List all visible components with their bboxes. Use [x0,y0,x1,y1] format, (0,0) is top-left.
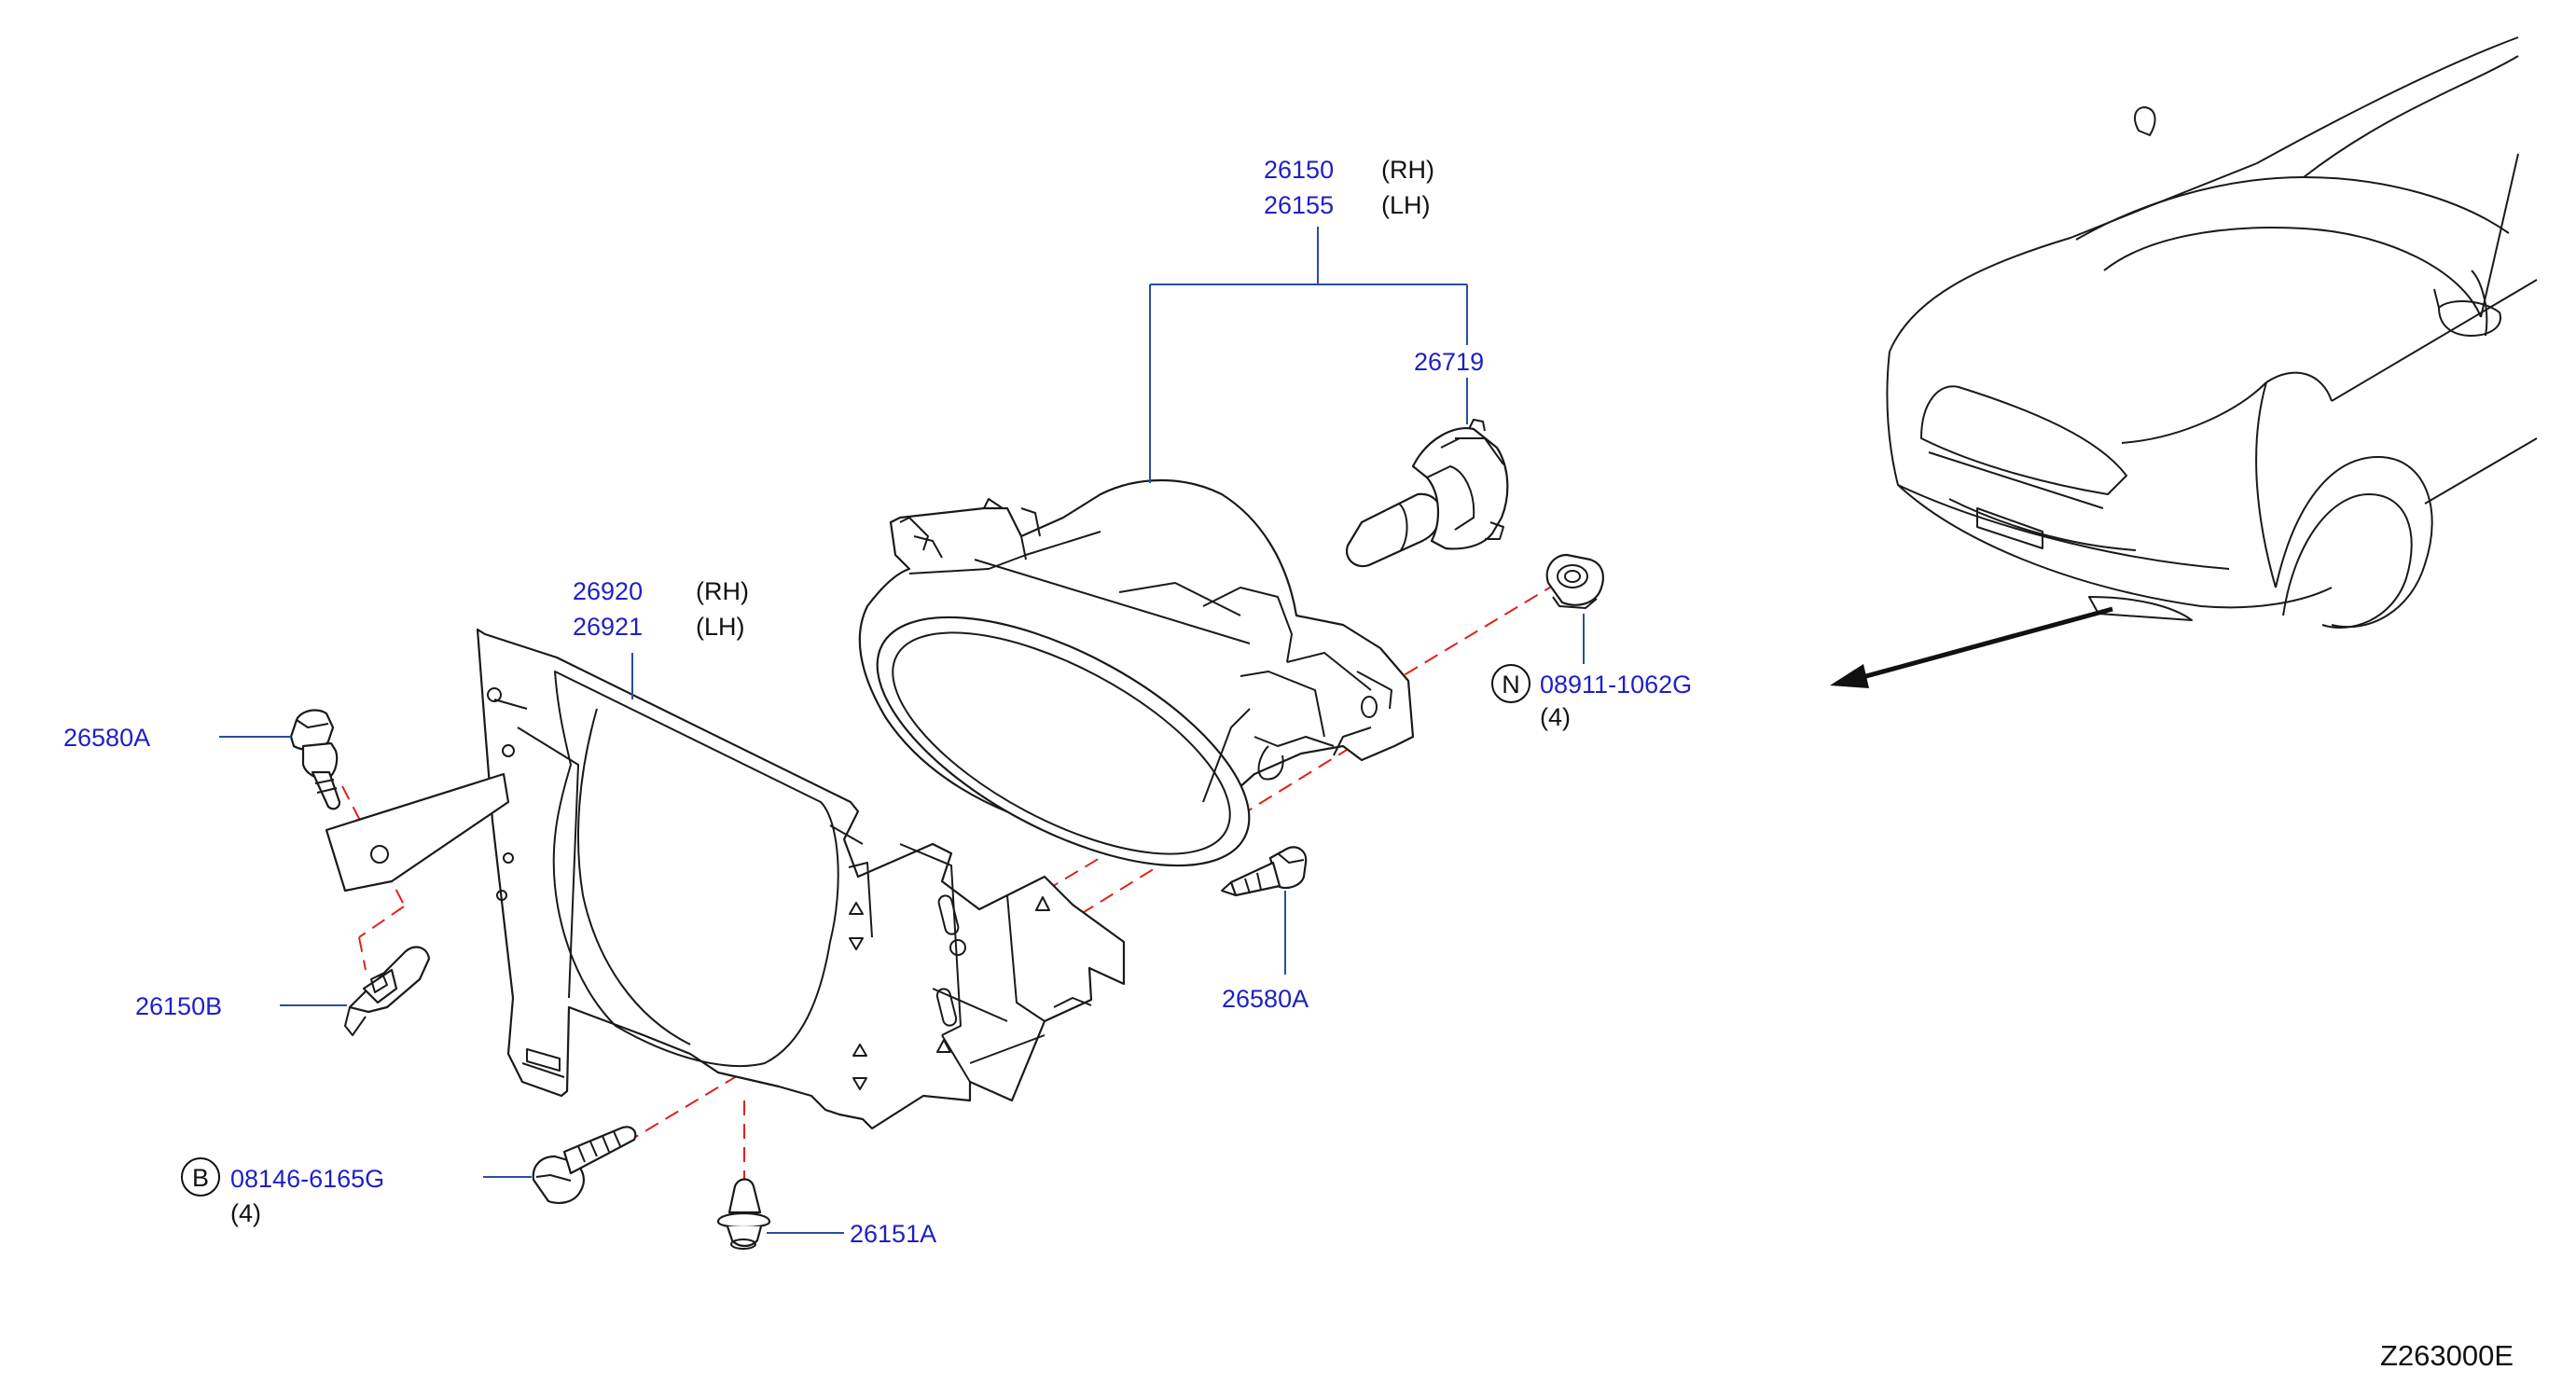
side-label: (LH) [1381,191,1431,219]
part-number[interactable]: 26920 [573,577,643,605]
symbol-letter: N [1502,671,1520,699]
part-number[interactable]: 26150 [1264,156,1334,184]
callout-bulb[interactable]: 26719 [1414,348,1484,376]
part-number[interactable]: 26921 [573,613,643,641]
quantity-label: (4) [1540,703,1571,731]
callout-bracket-lh[interactable]: 26921 (LH) [573,613,745,641]
callout-grommet[interactable]: 26151A [850,1220,936,1248]
clip-nut [344,946,431,1036]
part-number[interactable]: 26150B [135,992,222,1020]
bracket-tab [325,772,510,893]
location-arrow [1830,606,2113,688]
symbol-letter: B [192,1164,209,1192]
side-label: (RH) [696,577,749,605]
grommet [716,1178,771,1250]
symbol-circle [1491,664,1530,703]
callout-fog-lamp-lh[interactable]: 26155 (LH) [1264,191,1431,219]
fog-lamp-bulb [1345,419,1509,568]
part-number[interactable]: 26580A [63,724,150,752]
callout-fog-lamp-rh[interactable]: 26150 (RH) [1264,156,1434,184]
fog-lamp-bracket [476,628,1126,1130]
fog-lamp-assembly [858,478,1415,867]
flange-nut [1545,553,1604,609]
part-number[interactable]: 08146-6165G [230,1165,384,1193]
leader-lines [219,227,1585,1234]
quantity-label: (4) [230,1199,261,1227]
callout-bracket-rh[interactable]: 26920 (RH) [573,577,749,605]
part-number[interactable]: 26719 [1414,348,1484,376]
callout-clip[interactable]: 26150B [135,992,222,1020]
callout-screw-top[interactable]: 26580A [63,724,150,752]
part-number[interactable]: 26151A [850,1220,936,1248]
part-number[interactable]: 26580A [1222,985,1309,1013]
vehicle-location-illustration [1886,36,2538,629]
callout-screw-right[interactable]: 26580A [1222,985,1309,1013]
side-label: (RH) [1381,156,1434,184]
screw-right [1221,846,1308,897]
side-label: (LH) [696,613,745,641]
diagram-reference-code: Z263000E [2380,1339,2514,1372]
bolt [532,1126,637,1204]
callout-nut[interactable]: N 08911-1062G (4) [1491,664,1692,731]
callout-bolt[interactable]: B 08146-6165G (4) [181,1157,384,1227]
part-number[interactable]: 08911-1062G [1540,671,1692,699]
part-number[interactable]: 26155 [1264,191,1334,219]
screw-top-left [289,709,341,810]
symbol-circle [181,1157,220,1197]
assembly-dashed-lines [341,582,1558,1180]
